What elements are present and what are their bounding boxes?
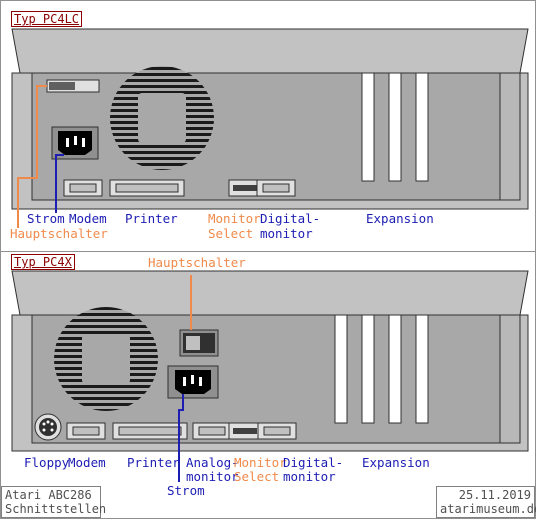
footer-left-box: Atari ABC286 Schnittstellen [1, 486, 107, 518]
pc4x-printer-label: Printer [127, 455, 180, 470]
pc4lc-modem-label: Modem [69, 211, 107, 226]
pc4x-main-switch [179, 329, 219, 357]
pc4lc-expansion-label: Expansion [366, 211, 434, 226]
pc4lc-hauptschalter-line [17, 85, 47, 228]
pc4x-analog-monitor-label-1: Analog- [186, 455, 239, 470]
pc4x-hauptschalter-label: Hauptschalter [148, 255, 246, 270]
pc4x-monitor-select-label-1: Monitor [234, 455, 287, 470]
pc4x-modem-port [66, 422, 106, 440]
pc4lc-hauptschalter-label: Hauptschalter [10, 226, 108, 241]
pc4lc-fan-grill [110, 66, 214, 170]
pc4x-expansion-label: Expansion [362, 455, 430, 470]
pc4x-analog-monitor-port [192, 422, 232, 440]
pc4x-strom-line [178, 394, 184, 482]
footer-left-line-1: Atari ABC286 [5, 488, 92, 502]
pc4x-expansion-slots [334, 314, 429, 424]
pc4lc-main-switch [46, 79, 100, 93]
pc4x-monitor-select-label-2: Select [234, 469, 280, 484]
footer-right-line-2: atarimuseum.de [440, 502, 536, 516]
pc4x-strom-label: Strom [167, 483, 205, 498]
footer-right-box: 25.11.2019 atarimuseum.de [436, 486, 536, 518]
pc4lc-strom-label: Strom [27, 211, 65, 226]
pc4lc-model-tag: Typ PC4LC [11, 11, 83, 27]
pc4lc-strom-line [55, 154, 64, 213]
pc4lc-monitor-select-label-2: Select [208, 226, 254, 241]
pc4lc-power-socket [51, 126, 99, 160]
footer-right-line-1: 25.11.2019 [458, 488, 531, 502]
pc4x-fan-grill [54, 307, 158, 411]
pc4lc-printer-label: Printer [125, 211, 178, 226]
pc4x-digital-monitor-label-2: monitor [283, 469, 336, 484]
pc4x-floppy-label: Floppy [24, 455, 70, 470]
pc4x-digital-monitor-label-1: Digital- [283, 455, 344, 470]
pc4x-model-tag: Typ PC4X [11, 254, 75, 270]
pc4lc-expansion-slots [361, 72, 429, 182]
pc4lc-digital-monitor-port [256, 179, 296, 197]
pc4lc-digital-monitor-label-1: Digital- [260, 211, 321, 226]
pc4x-digital-monitor-port [257, 422, 297, 440]
pc4lc-modem-port [63, 179, 103, 197]
pc4lc-monitor-select-label-1: Monitor [208, 211, 261, 226]
pc4x-floppy-port [34, 413, 62, 441]
pc4lc-monitor-select-switch [228, 179, 262, 197]
pc4lc-printer-port [109, 179, 185, 197]
pc4x-analog-monitor-label-2: monitor [186, 469, 239, 484]
footer-left-line-2: Schnittstellen [5, 502, 107, 516]
pc4lc-digital-monitor-label-2: monitor [260, 226, 313, 241]
pc4x-modem-label: Modem [68, 455, 106, 470]
pc4x-printer-port [112, 422, 188, 440]
pc4x-monitor-select-switch [228, 422, 262, 440]
pc4x-power-socket [167, 365, 219, 399]
